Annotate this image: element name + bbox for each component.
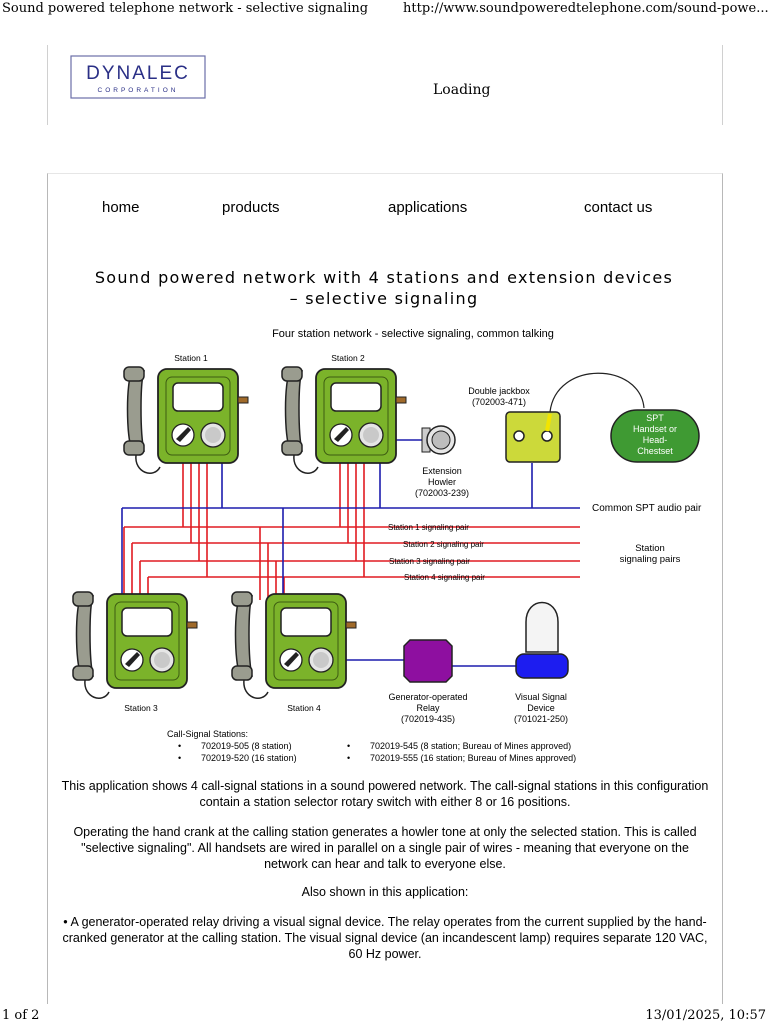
dynalec-logo[interactable]: DYNALEC CORPORATION (70, 55, 206, 99)
page-title-line1: Sound powered network with 4 stations an… (94, 268, 674, 287)
sig-pair-1-label: Station 1 signaling pair (388, 523, 469, 532)
nav-contact-us[interactable]: contact us (584, 199, 653, 216)
relay-label-2: Relay (416, 703, 440, 713)
station-3 (72, 591, 198, 700)
station-2 (281, 366, 407, 475)
nav-products[interactable]: products (222, 199, 280, 216)
nav-home[interactable]: home (102, 199, 140, 216)
body-paragraph-1: This application shows 4 call-signal sta… (61, 779, 709, 809)
page-title-line2: – selective signaling (289, 289, 479, 308)
callsig-title: Call-Signal Stations: (167, 729, 248, 739)
print-header-url[interactable]: http://www.soundpoweredtelephone.com/sou… (403, 1, 768, 16)
sig-pair-2-label: Station 2 signaling pair (403, 540, 484, 549)
header-frame (47, 45, 723, 125)
callsig-bullet-3: • (347, 741, 350, 751)
visual-label-3: (701021-250) (514, 714, 568, 724)
jackbox-label-1: Double jackbox (468, 386, 530, 396)
howler-label-2: Howler (428, 477, 456, 487)
visual-label-2: Device (527, 703, 555, 713)
spt-handset-icon (610, 409, 700, 463)
diagram-title: Four station network - selective signali… (272, 328, 554, 340)
station-2-label: Station 2 (331, 353, 365, 363)
spt-label-1: SPT (646, 413, 664, 423)
station-1-label: Station 1 (174, 353, 208, 363)
print-header: Sound powered telephone network - select… (0, 0, 768, 20)
page-number: 1 of 2 (2, 1008, 40, 1023)
callsig-item-3: 702019-545 (8 station; Bureau of Mines a… (370, 741, 571, 751)
callsig-bullet-2: • (178, 753, 181, 763)
loading-text: Loading (433, 82, 491, 98)
page-title: Sound powered network with 4 stations an… (60, 267, 708, 309)
nav-applications[interactable]: applications (388, 199, 468, 216)
howler-label-3: (702003-239) (415, 488, 469, 498)
howler-label-1: Extension (422, 466, 462, 476)
sig-pair-4-label: Station 4 signaling pair (404, 573, 485, 582)
spt-label-2: Handset or (633, 424, 677, 434)
relay-label-1: Generator-operated (388, 692, 467, 702)
station-3-label: Station 3 (124, 703, 158, 713)
print-footer: 1 of 2 13/01/2025, 10:57 (0, 1008, 768, 1024)
print-datetime: 13/01/2025, 10:57 (645, 1008, 766, 1023)
logo-sub: CORPORATION (98, 87, 179, 94)
body-paragraph-2: Operating the hand crank at the calling … (73, 825, 697, 871)
network-diagram: Four station network - selective signali… (72, 328, 702, 763)
body-paragraph-3: Also shown in this application: (301, 885, 469, 899)
relay-icon (403, 639, 453, 683)
station-4 (231, 591, 357, 700)
jackbox-label-2: (702003-471) (472, 397, 526, 407)
station-pairs-label-1: Station (635, 543, 665, 554)
lamp-icon (515, 601, 569, 679)
logo-name: DYNALEC (86, 63, 190, 84)
content-frame (47, 173, 723, 1004)
spt-label-3: Head- (643, 435, 668, 445)
howler-icon (421, 425, 456, 455)
print-header-title: Sound powered telephone network - select… (2, 1, 369, 16)
callsig-item-1: 702019-505 (8 station) (201, 741, 292, 751)
station-4-label: Station 4 (287, 703, 321, 713)
station-pairs-label-2: signaling pairs (620, 554, 681, 565)
station-1 (123, 366, 249, 475)
common-pair-label: Common SPT audio pair (592, 503, 702, 514)
callsig-bullet-1: • (178, 741, 181, 751)
jackbox-icon (505, 411, 561, 463)
relay-label-3: (702019-435) (401, 714, 455, 724)
callsig-item-4: 702019-555 (16 station; Bureau of Mines … (370, 753, 576, 763)
callsig-item-2: 702019-520 (16 station) (201, 753, 297, 763)
spt-label-4: Chestset (637, 446, 673, 456)
body-paragraph-4: • A generator-operated relay driving a v… (62, 915, 708, 961)
callsig-bullet-4: • (347, 753, 350, 763)
visual-label-1: Visual Signal (515, 692, 567, 702)
sig-pair-3-label: Station 3 signaling pair (389, 557, 470, 566)
